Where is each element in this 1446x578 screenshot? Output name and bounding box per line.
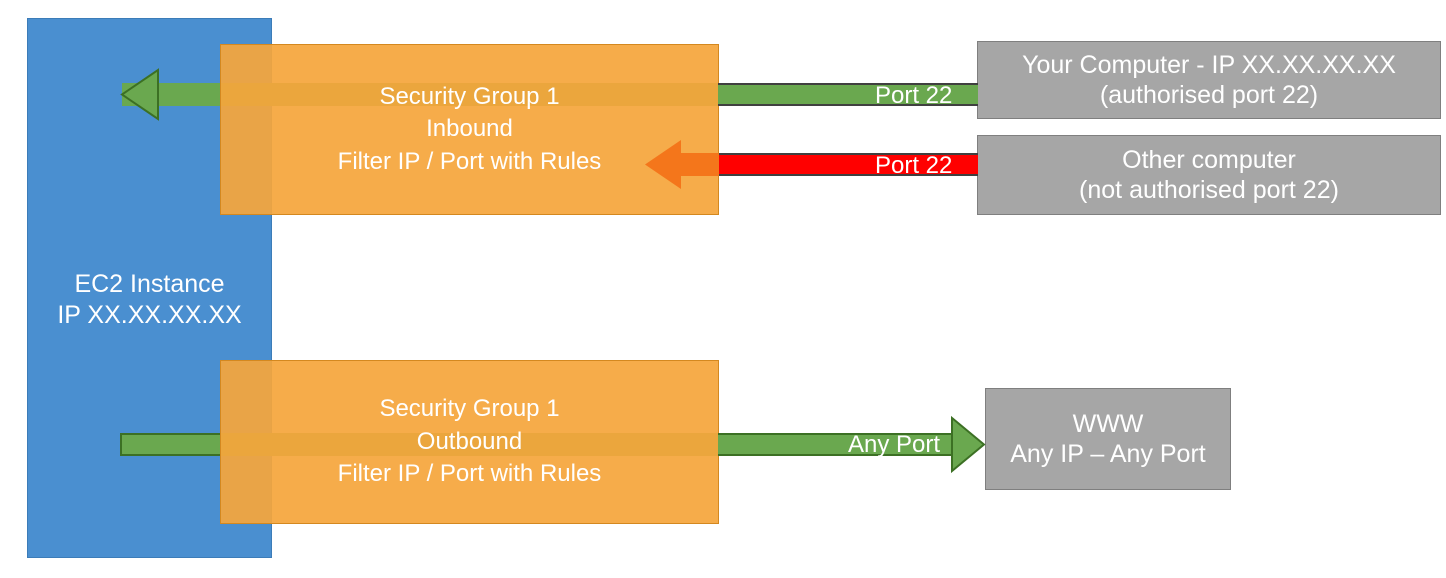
- inbound-allowed-connector: [718, 83, 978, 106]
- inbound-allowed-port-label: Port 22: [875, 82, 953, 109]
- your-computer-line2: (authorised port 22): [1099, 81, 1319, 109]
- sg-outbound-line1: Security Group 1: [379, 395, 560, 423]
- other-computer-box: Other computer (not authorised port 22): [977, 135, 1441, 215]
- outbound-allowed-connector: [718, 433, 958, 456]
- inbound-blocked-arrowhead-icon: [645, 140, 681, 189]
- outbound-arrowhead-icon: [951, 415, 986, 474]
- sg-outbound-line2: Outbound: [416, 427, 523, 455]
- outbound-source-stub: [120, 433, 222, 456]
- other-computer-line2: (not authorised port 22): [1079, 176, 1339, 204]
- inbound-blocked-port-label: Port 22: [875, 152, 953, 179]
- other-computer-line1: Other computer: [1122, 145, 1296, 174]
- ec2-instance-ip: IP XX.XX.XX.XX: [57, 301, 242, 330]
- www-line1: WWW: [1072, 409, 1144, 438]
- sg-inbound-line3: Filter IP / Port with Rules: [337, 147, 602, 175]
- security-group-inbound-text: Security Group 1 Inbound Filter IP / Por…: [221, 81, 718, 178]
- outbound-port-label: Any Port: [848, 431, 941, 458]
- inbound-blocked-connector: [718, 153, 978, 176]
- ec2-instance-label: EC2 Instance IP XX.XX.XX.XX: [28, 269, 271, 332]
- security-group-outbound-box: Security Group 1 Outbound Filter IP / Po…: [220, 360, 719, 524]
- sg-inbound-line2: Inbound: [426, 115, 513, 143]
- www-line2: Any IP – Any Port: [1010, 440, 1206, 468]
- inbound-allowed-arrowhead-icon: [120, 68, 159, 121]
- security-group-outbound-text: Security Group 1 Outbound Filter IP / Po…: [221, 393, 718, 490]
- www-box: WWW Any IP – Any Port: [985, 388, 1231, 490]
- sg-inbound-line1: Security Group 1: [379, 82, 560, 110]
- sg-outbound-line3: Filter IP / Port with Rules: [337, 460, 602, 488]
- your-computer-box: Your Computer - IP XX.XX.XX.XX (authoris…: [977, 41, 1441, 119]
- your-computer-line1: Your Computer - IP XX.XX.XX.XX: [1022, 50, 1396, 79]
- security-group-inbound-box: Security Group 1 Inbound Filter IP / Por…: [220, 44, 719, 215]
- ec2-instance-name: EC2 Instance: [74, 270, 225, 298]
